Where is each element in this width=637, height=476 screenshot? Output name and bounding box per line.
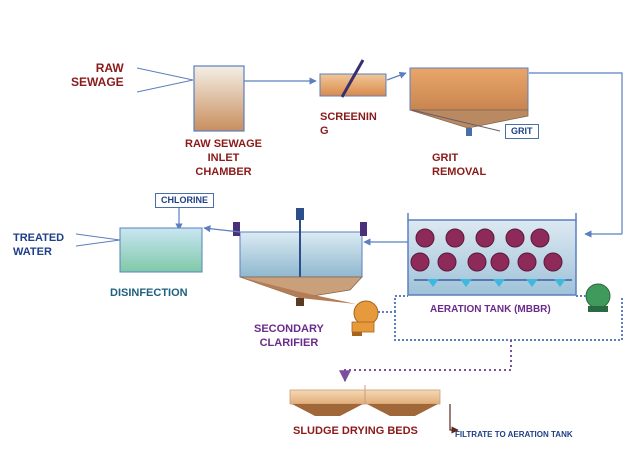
label-filtrate-to-aeration-tank: FILTRATE TO AERATION TANK <box>455 430 573 439</box>
label-treated-water: TREATED WATER <box>13 232 65 258</box>
mbbr-media-carrier <box>467 252 487 272</box>
raw-sewage-inlet-chamber <box>193 65 245 132</box>
diffuser <box>427 279 439 287</box>
label-raw-sewage-inlet-chamber: RAW SEWAGE INLET CHAMBER <box>185 138 263 178</box>
screen-bar <box>340 59 365 98</box>
blower-green <box>585 283 611 312</box>
label-chlorine: CHLORINE <box>155 193 214 208</box>
grit-removal-tank <box>409 67 529 136</box>
label-raw-sewage: RAW SEWAGE <box>71 61 124 89</box>
mbbr-media <box>410 228 563 272</box>
diffuser <box>554 279 566 287</box>
label-aeration-tank: AERATION TANK (MBBR) <box>430 304 551 315</box>
mbbr-media-carrier <box>410 252 430 272</box>
waste-sludge-line <box>339 340 512 383</box>
disinfection-tank <box>119 227 203 273</box>
secondary-clarifier <box>233 208 367 306</box>
sludge-return-lines <box>378 295 623 341</box>
mbbr-media-carrier <box>445 228 465 248</box>
label-disinfection: DISINFECTION <box>110 287 188 299</box>
aeration-diffusers <box>427 279 566 287</box>
mbbr-media-carrier <box>517 252 537 272</box>
mbbr-media-carrier <box>437 252 457 272</box>
treated-water-outflow-lines <box>75 233 121 247</box>
flow-screening-to-grit <box>386 71 407 81</box>
return-sludge-pump <box>351 300 379 336</box>
label-screening: SCREENIN G <box>320 111 377 137</box>
diffuser <box>493 279 505 287</box>
flow-clarifier-to-disinfection <box>203 225 241 233</box>
mbbr-media-carrier <box>475 228 495 248</box>
label-grit-removal: GRIT REMOVAL <box>432 152 487 178</box>
mbbr-media-carrier <box>415 228 435 248</box>
sludge-drying-beds <box>289 385 459 434</box>
label-sludge-drying-beds: SLUDGE DRYING BEDS <box>293 425 418 437</box>
mbbr-media-carrier <box>530 228 550 248</box>
diffuser <box>460 279 472 287</box>
mbbr-media-carrier <box>543 252 563 272</box>
label-secondary-clarifier: SECONDARY CLARIFIER <box>254 323 324 349</box>
mbbr-media-carrier <box>490 252 510 272</box>
mbbr-media-carrier <box>505 228 525 248</box>
screening-tank <box>319 59 387 98</box>
label-grit: GRIT <box>505 124 539 139</box>
diffuser <box>526 279 538 287</box>
raw-sewage-inflow-lines <box>136 67 194 93</box>
flow-grit-to-aeration <box>529 72 623 238</box>
